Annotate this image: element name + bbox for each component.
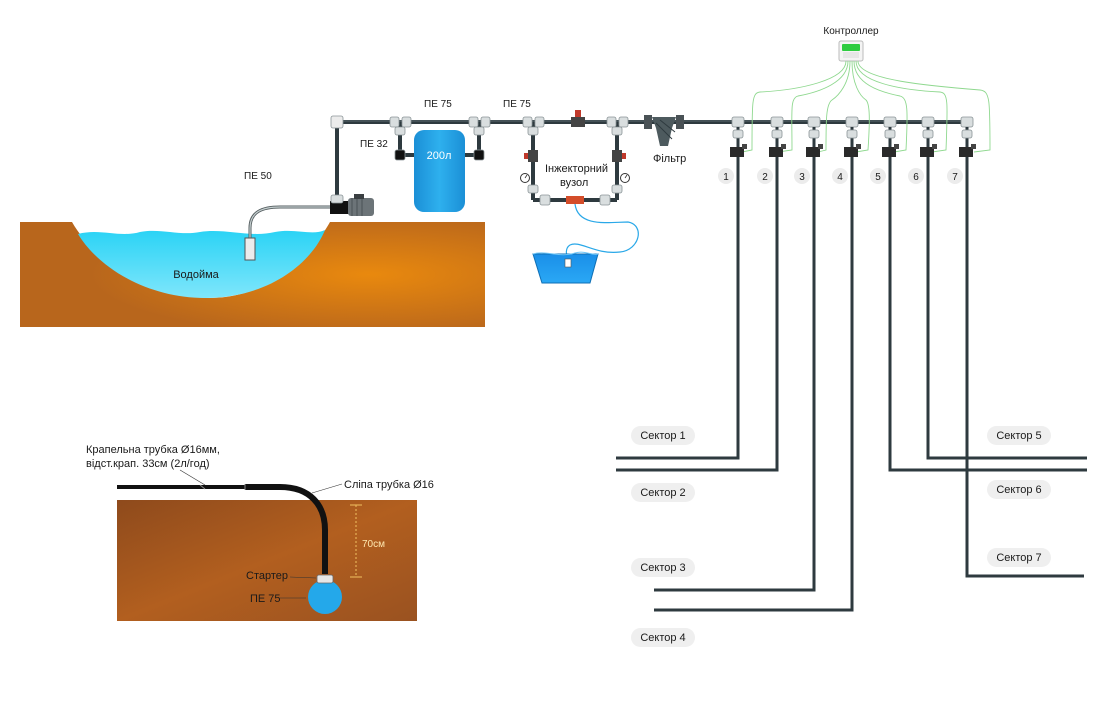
- injector-label-line2: вузол: [560, 177, 588, 189]
- pe32-label: ПЕ 32: [360, 139, 388, 150]
- sector-labels: Сектор 1 Сектор 2 Сектор 3 Сектор 4 Сект…: [631, 426, 1051, 647]
- zone-valve-4: 4: [832, 116, 861, 184]
- pe75-label-a: ПЕ 75: [424, 99, 452, 110]
- depth-label: 70см: [362, 539, 385, 550]
- valve-number-4: 4: [837, 172, 843, 183]
- ground-section: Водойма: [20, 222, 485, 327]
- sector-5-label: Сектор 5: [996, 430, 1041, 442]
- suction-pipe: ПЕ 50: [244, 171, 330, 261]
- injector-label-line1: Інжекторний: [545, 163, 608, 175]
- sector-2-label: Сектор 2: [640, 487, 685, 499]
- zone-valve-7: 7: [947, 116, 976, 184]
- pump: [330, 194, 374, 216]
- pipe-fittings: [330, 115, 629, 206]
- reservoir-label: Водойма: [173, 269, 219, 281]
- pe75-label-b: ПЕ 75: [503, 99, 531, 110]
- valve-number-3: 3: [799, 172, 805, 183]
- detail-soil: [117, 500, 417, 621]
- zone-valves: 1 2 3 4 5 6 7: [718, 116, 976, 184]
- injector-icon: [566, 196, 584, 204]
- sector-7-label: Сектор 7: [996, 552, 1041, 564]
- valve-number-2: 2: [762, 172, 768, 183]
- tank-label: 200л: [427, 150, 452, 162]
- zone-valve-3: 3: [794, 116, 823, 184]
- valve-number-badge: [870, 168, 886, 184]
- storage-tank: 200л: [414, 130, 465, 212]
- zone-valve-1: 1: [718, 116, 747, 184]
- fertilizer-bucket: [532, 251, 599, 284]
- drip-tube-label-line2: відст.крап. 33см (2л/год): [86, 458, 210, 470]
- filter: [644, 115, 684, 146]
- zone-valve-5: 5: [870, 116, 899, 184]
- main-shutoff-valve: [571, 110, 585, 127]
- drip-tube-label-line1: Крапельна трубка Ø16мм,: [86, 444, 220, 456]
- zone-valve-2: 2: [757, 116, 786, 184]
- valve-number-badge: [757, 168, 773, 184]
- sector-4-label: Сектор 4: [640, 632, 685, 644]
- valve-number-badge: [832, 168, 848, 184]
- valve-number-5: 5: [875, 172, 881, 183]
- controller-wires: [741, 60, 991, 153]
- valve-number-1: 1: [723, 172, 729, 183]
- starter-label: Стартер: [246, 570, 288, 582]
- valve-number-badge: [947, 168, 963, 184]
- valve-number-6: 6: [913, 172, 919, 183]
- intake-strainer: [244, 237, 256, 261]
- valve-number-badge: [794, 168, 810, 184]
- valve-number-badge: [718, 168, 734, 184]
- controller-label: Контроллер: [823, 26, 879, 37]
- sector-3-label: Сектор 3: [640, 562, 685, 574]
- filter-label: Фільтр: [653, 153, 686, 165]
- detail-cross-section: 70см Крапельна трубка Ø16мм, відст.крап.…: [86, 444, 434, 621]
- blind-tube-label: Сліпа трубка Ø16: [344, 479, 434, 491]
- injector-valves: [520, 150, 630, 204]
- water-body: [78, 230, 325, 298]
- sector-1-label: Сектор 1: [640, 430, 685, 442]
- sector-lines: [616, 160, 1087, 612]
- pe50-label: ПЕ 50: [244, 171, 272, 182]
- controller: Контроллер: [823, 26, 879, 62]
- valve-number-badge: [908, 168, 924, 184]
- detail-pe75-label: ПЕ 75: [250, 593, 281, 605]
- valve-number-7: 7: [952, 172, 958, 183]
- detail-main-pipe: [308, 580, 342, 614]
- soil-block: [20, 222, 485, 327]
- zone-valve-6: 6: [908, 116, 937, 184]
- starter-fitting: [316, 574, 334, 584]
- injector-hose: [565, 203, 639, 269]
- sector-6-label: Сектор 6: [996, 484, 1041, 496]
